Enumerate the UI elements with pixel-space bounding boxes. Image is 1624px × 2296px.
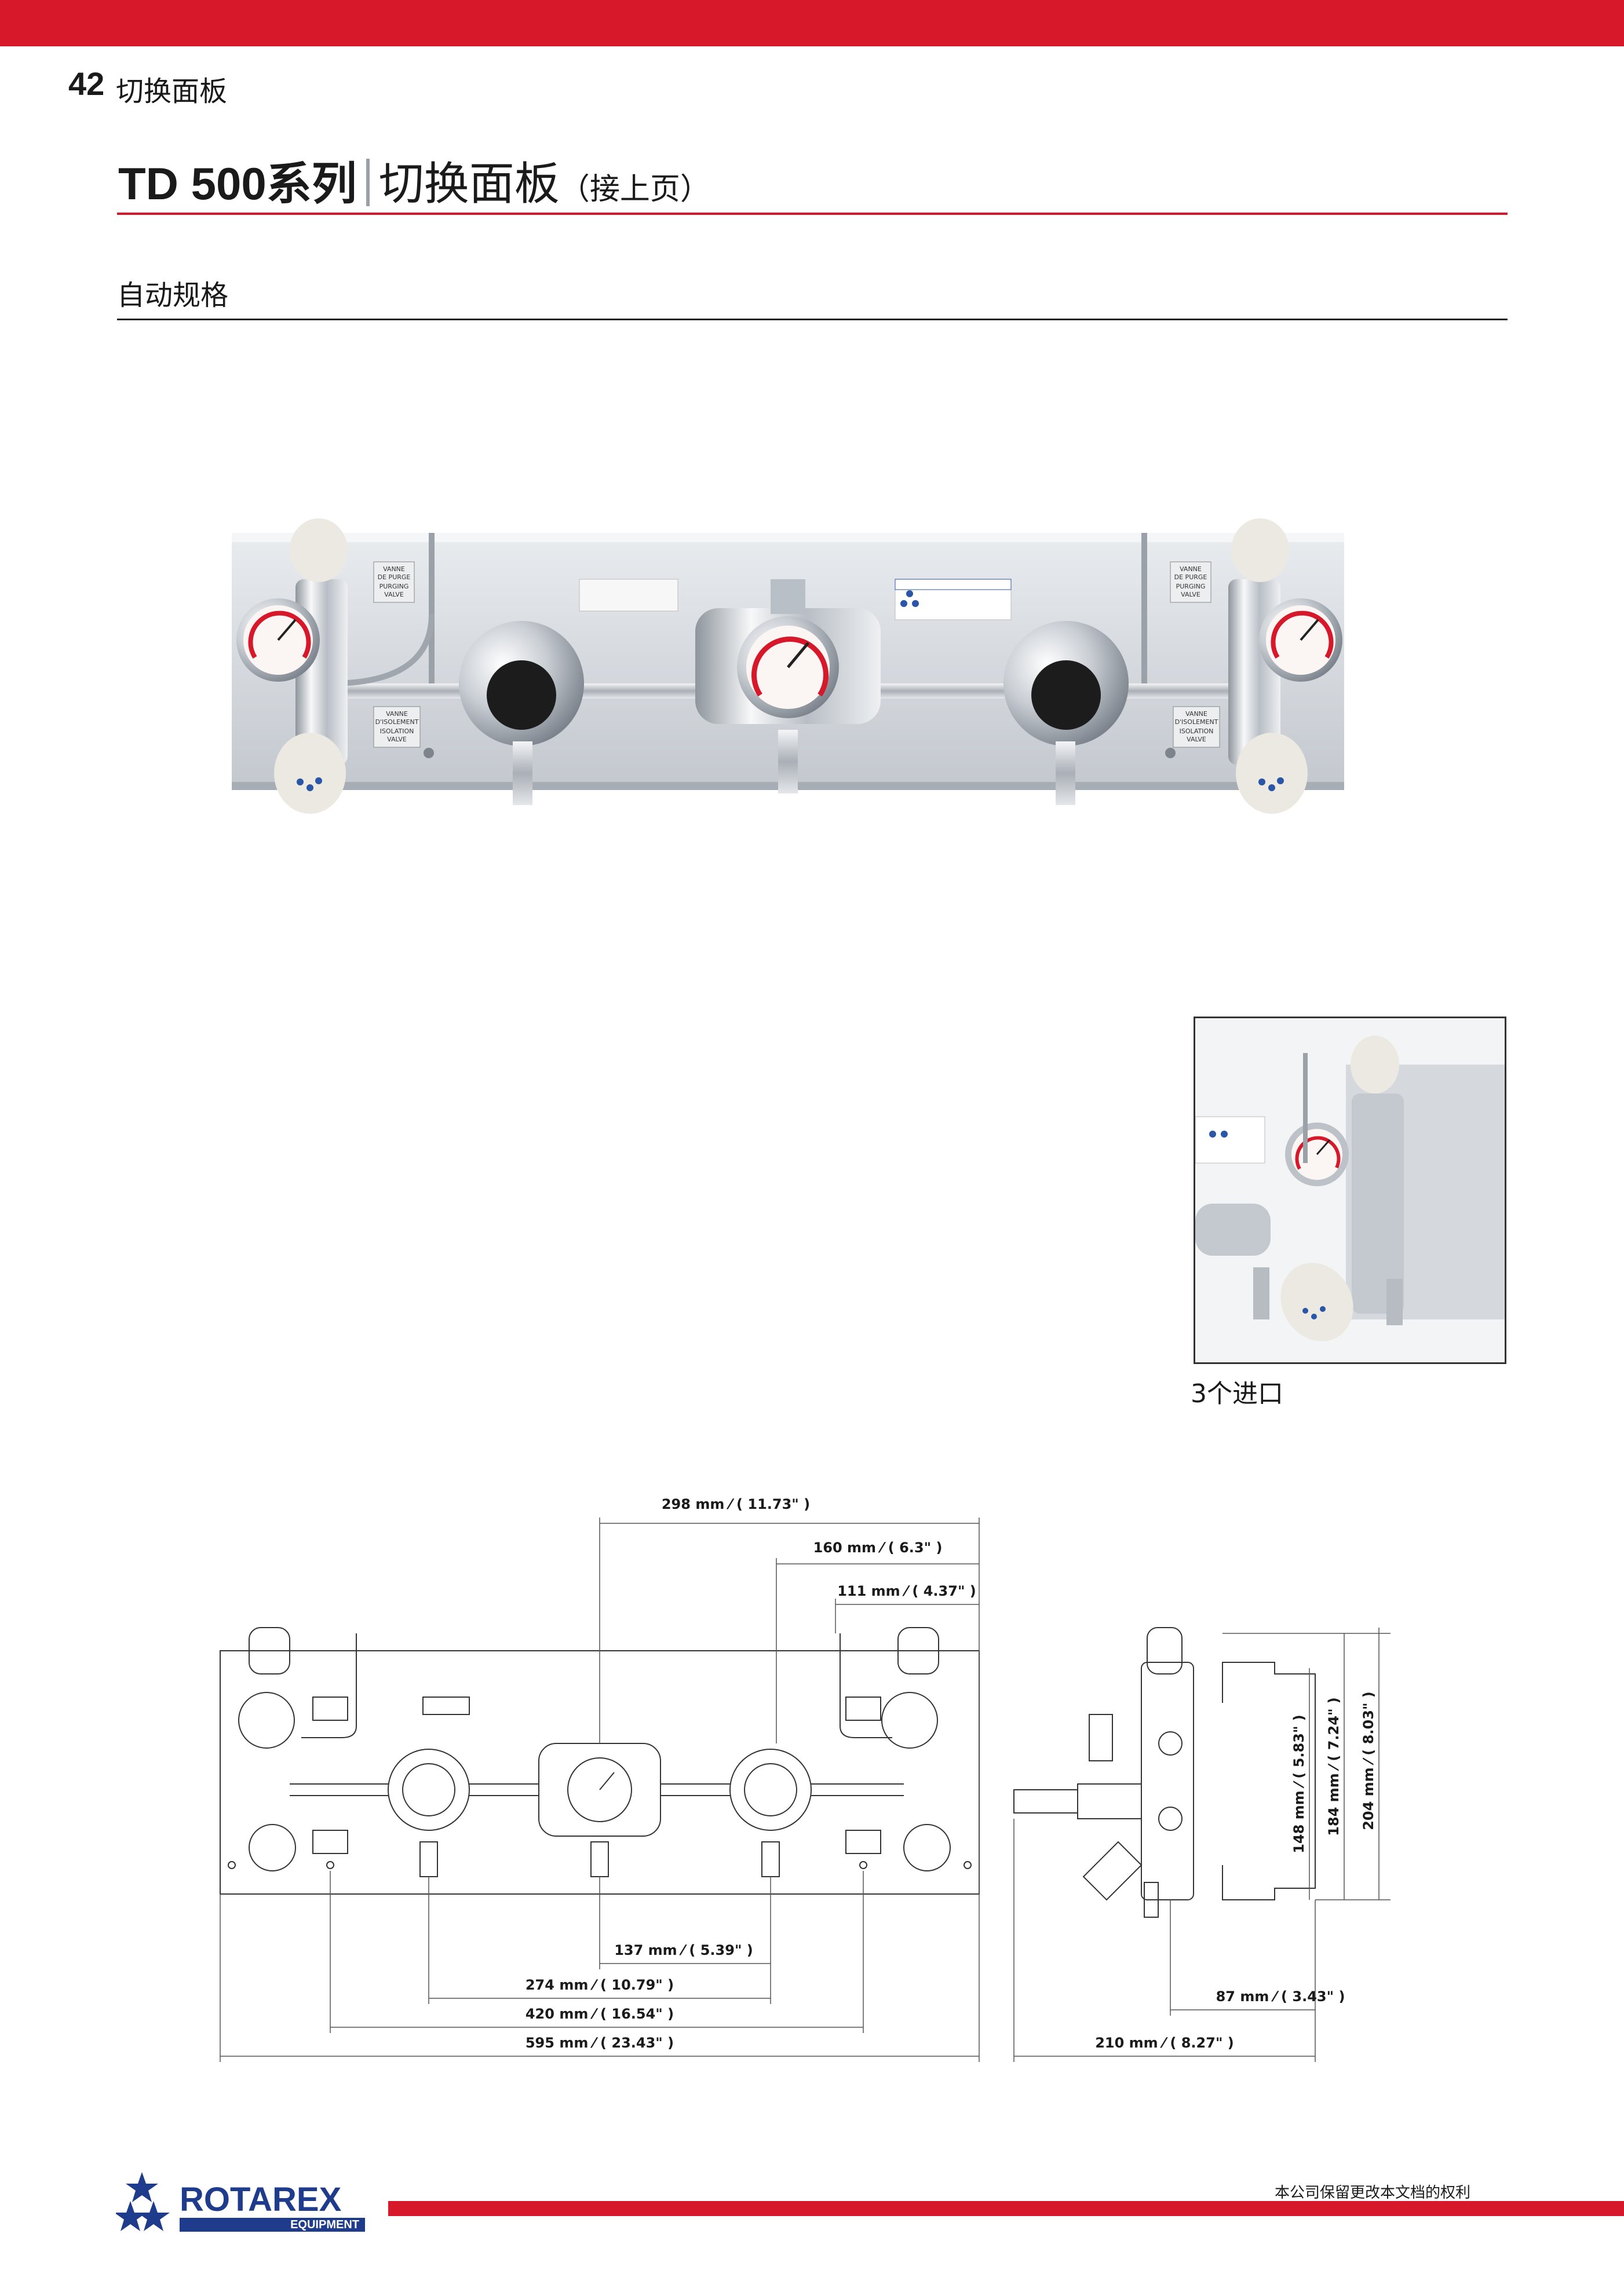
left-iso-label-line3: ISOLATION — [380, 727, 414, 735]
dim-137: 137 mm ⁄ ( 5.39" ) — [614, 1942, 753, 1958]
left-purge-label-line4: VALVE — [384, 591, 404, 598]
dim-160: 160 mm ⁄ ( 6.3" ) — [813, 1540, 943, 1556]
dimension-drawing: 298 mm ⁄ ( 11.73" ) 160 mm ⁄ ( 6.3" ) 11… — [220, 1496, 1391, 2062]
right-purge-label-line1: VANNE — [1180, 565, 1202, 573]
dim-87: 87 mm ⁄ ( 3.43" ) — [1216, 1988, 1345, 2005]
right-purge-label-line2: DE PURGE — [1174, 573, 1207, 581]
right-purge-label-line3: PURGING — [1176, 583, 1206, 590]
title-separator — [366, 159, 370, 206]
left-iso-label-line1: VANNE — [386, 710, 408, 718]
dim-210: 210 mm ⁄ ( 8.27" ) — [1095, 2035, 1234, 2051]
title-continued: （接上页） — [559, 172, 710, 207]
page-title: TD 500系列切换面板（接上页） — [118, 148, 710, 213]
left-purge-label-line1: VANNE — [383, 565, 405, 573]
left-purge-label-line3: PURGING — [379, 583, 409, 590]
inset-caption: 3个进口 — [1191, 1379, 1283, 1409]
top-color-bar — [0, 0, 1624, 46]
title-series: TD 500系列 — [118, 158, 357, 209]
right-iso-label-line4: VALVE — [1187, 736, 1206, 743]
section-name: 切换面板 — [116, 75, 228, 108]
title-name: 切换面板 — [378, 158, 560, 210]
dim-111: 111 mm ⁄ ( 4.37" ) — [837, 1583, 976, 1599]
left-iso-label-line4: VALVE — [387, 736, 407, 743]
dim-204: 204 mm ⁄ ( 8.03" ) — [1360, 1691, 1377, 1830]
three-inlet-photo — [1195, 1018, 1505, 1362]
inset-photo-frame — [1194, 1017, 1506, 1364]
section-subheading: 自动规格 — [117, 279, 229, 312]
right-iso-label-line2: D'ISOLEMENT — [1175, 718, 1218, 726]
dim-184: 184 mm ⁄ ( 7.24" ) — [1326, 1697, 1342, 1836]
title-divider — [117, 213, 1508, 215]
dim-595: 595 mm ⁄ ( 23.43" ) — [525, 2035, 674, 2051]
left-purge-label-line2: DE PURGE — [378, 573, 411, 581]
page-number: 42 — [68, 65, 105, 102]
right-purge-label-line4: VALVE — [1181, 591, 1200, 598]
logo-subtext: EQUIPMENT — [290, 2218, 359, 2231]
rotarex-logo: ROTAREX EQUIPMENT — [116, 2172, 365, 2232]
footer-note: 本公司保留更改本文档的权利 — [1275, 2184, 1471, 2202]
logo-text: ROTAREX — [180, 2181, 342, 2218]
subheading-divider — [117, 319, 1508, 320]
footer-color-bar — [388, 2201, 1624, 2216]
switchover-panel-photo: VANNE DE PURGE PURGING VALVE VANNE D'ISO… — [232, 518, 1344, 814]
left-iso-label-line2: D'ISOLEMENT — [375, 718, 419, 726]
right-iso-label-line3: ISOLATION — [1180, 727, 1214, 735]
dim-274: 274 mm ⁄ ( 10.79" ) — [525, 1977, 674, 1993]
right-iso-label-line1: VANNE — [1185, 710, 1207, 718]
dim-298: 298 mm ⁄ ( 11.73" ) — [662, 1496, 810, 1512]
dim-420: 420 mm ⁄ ( 16.54" ) — [525, 2006, 674, 2022]
dim-148: 148 mm ⁄ ( 5.83" ) — [1291, 1714, 1307, 1853]
